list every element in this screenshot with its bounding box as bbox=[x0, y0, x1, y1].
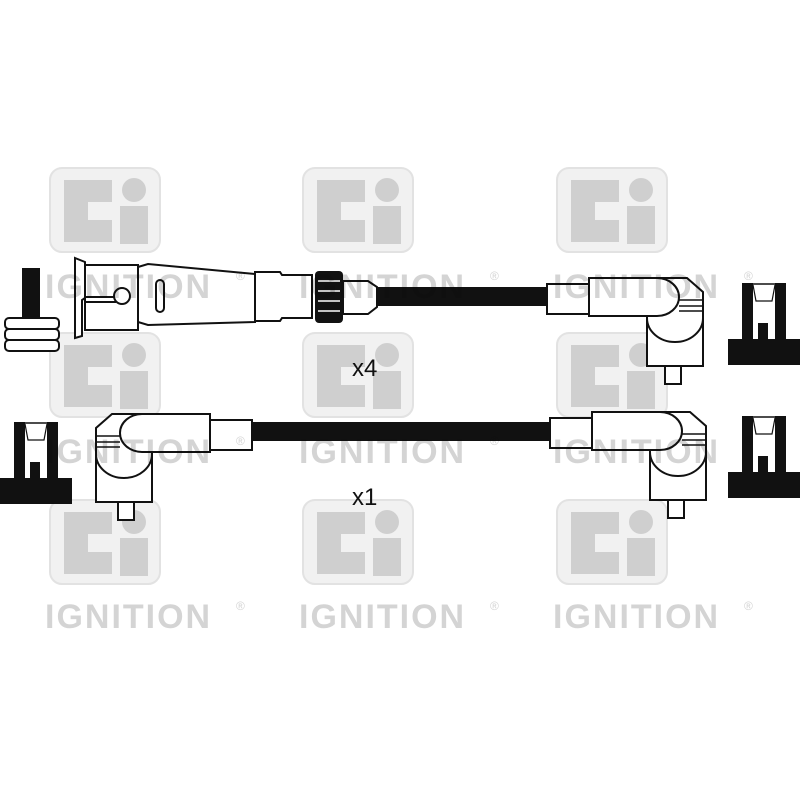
registered-mark: ® bbox=[490, 434, 499, 448]
registered-mark: ® bbox=[744, 434, 753, 448]
registered-mark: ® bbox=[236, 434, 245, 448]
registered-mark: ® bbox=[490, 269, 499, 283]
coil-terminal-icon bbox=[4, 268, 60, 352]
quantity-label: x1 bbox=[352, 484, 377, 511]
spark-plug-lead-straight bbox=[4, 256, 800, 385]
quantity-label: x4 bbox=[352, 355, 377, 382]
watermark-text: IGNITION bbox=[553, 433, 720, 471]
registered-mark: ® bbox=[236, 599, 245, 613]
watermark-text: IGNITION bbox=[553, 268, 720, 306]
ci-logo bbox=[49, 167, 161, 253]
watermark-text-grid: IGNITION IGNITION IGNITION IGNITION IGNI… bbox=[45, 268, 753, 636]
plug-terminal-icon bbox=[727, 282, 800, 366]
ci-logo bbox=[49, 332, 161, 418]
registered-mark: ® bbox=[744, 599, 753, 613]
watermark-text: IGNITION bbox=[299, 433, 466, 471]
spark-plug-lead-double-elbow bbox=[0, 411, 800, 521]
ci-logo bbox=[49, 499, 161, 585]
registered-mark: ® bbox=[236, 269, 245, 283]
watermark-text: IGNITION bbox=[553, 598, 720, 636]
watermark-text: IGNITION bbox=[45, 433, 212, 471]
ci-logo bbox=[556, 499, 668, 585]
ci-logo bbox=[302, 167, 414, 253]
ci-logo bbox=[556, 167, 668, 253]
plug-terminal-icon bbox=[727, 415, 800, 499]
registered-mark: ® bbox=[744, 269, 753, 283]
watermark-text: IGNITION bbox=[45, 268, 212, 306]
watermark-text: IGNITION bbox=[299, 598, 466, 636]
ci-logo bbox=[302, 499, 414, 585]
watermark-text: IGNITION bbox=[299, 268, 466, 306]
registered-mark: ® bbox=[490, 599, 499, 613]
watermark-text: IGNITION bbox=[45, 598, 212, 636]
